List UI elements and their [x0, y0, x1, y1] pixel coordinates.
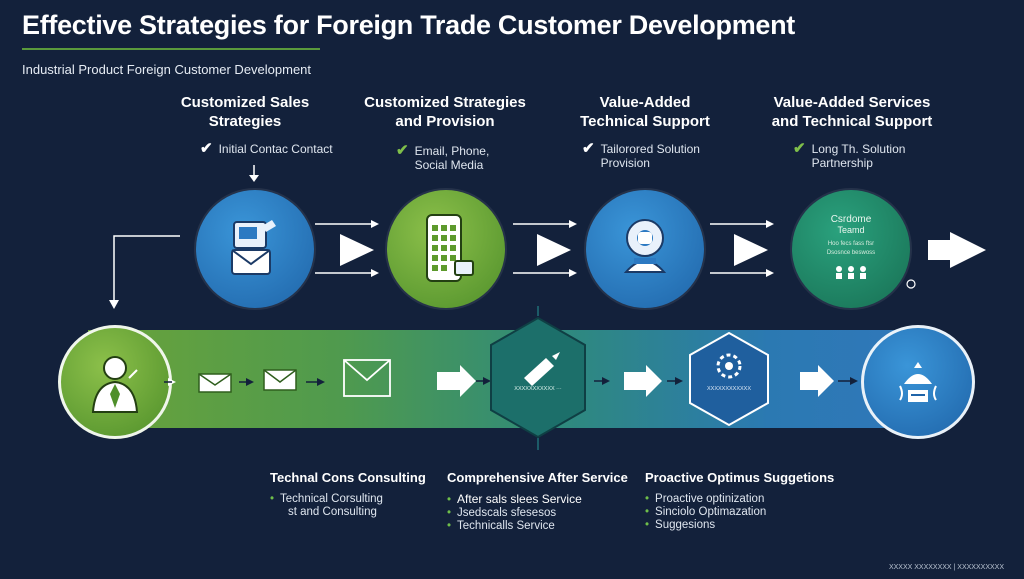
bottom-section-2: Comprehensive After Service •After sals … — [447, 470, 628, 533]
column-heading-2-line-1: Customized Strategies — [364, 94, 526, 111]
column-heading-3: Value-Added Technical Support — [555, 93, 735, 131]
arrow-right-icon — [800, 365, 834, 397]
checkmark-icon: ✔ — [396, 142, 409, 159]
bottom-heading-2: Comprehensive After Service — [447, 470, 628, 485]
chevron-right-icon — [734, 234, 768, 266]
column-heading-2: Customized Strategies and Provision — [355, 93, 535, 131]
arrow-group-1 — [315, 220, 379, 277]
column-3-check: ✔ Tailorored Solution Provision — [582, 140, 700, 170]
people-icon — [836, 265, 866, 279]
smartphone-icon — [426, 214, 474, 282]
arrow-right-icon — [437, 365, 476, 397]
bottom-3-bullet-1: •Proactive optinization — [645, 493, 765, 505]
hexagon-node — [689, 331, 769, 427]
circle-4-text-1: Csrdome — [830, 213, 872, 225]
stage-circle-2 — [387, 190, 505, 308]
column-heading-1-line-2: Strategies — [208, 113, 282, 130]
consultant-person-icon — [91, 356, 139, 413]
column-heading-2-line-2: and Provision — [395, 113, 495, 130]
bottom-2-bullet-2: •Jsedscals sfesesos — [447, 507, 557, 519]
column-1-check: ✔ Initial Contac Contact — [200, 140, 333, 157]
column-heading-4-line-1: Value-Added Services — [773, 94, 931, 111]
band-circle-end — [861, 325, 975, 439]
column-4-check: ✔ Long Th. Solution Partnership — [793, 140, 906, 170]
column-2-check-line-2: Social Media — [414, 158, 484, 172]
column-2-check-line-1: Email, Phone, — [414, 144, 490, 158]
chevron-right-icon — [537, 234, 571, 266]
bottom-1-bullet-1: •Technical Corsulting — [270, 493, 383, 505]
column-2-check: ✔ Email, Phone, Social Media — [396, 142, 490, 172]
bottom-section-1: Technal Cons Consulting •Technical Corsu… — [270, 470, 426, 519]
arrowhead-icon — [109, 300, 119, 309]
bottom-3-bullet-2: •Sinciolo Optimazation — [645, 506, 767, 518]
gear-icon — [716, 353, 742, 379]
diamond-node — [490, 306, 586, 450]
service-bell-icon — [899, 362, 937, 402]
column-4-check-line-1: Long Th. Solution — [811, 142, 906, 156]
arrowhead-icon — [249, 175, 259, 182]
mail-document-icon — [231, 220, 276, 275]
stage-circle-1 — [196, 190, 314, 308]
chevron-right-icon — [340, 234, 374, 266]
arrow-right-icon — [928, 232, 986, 268]
support-agent-icon — [623, 219, 667, 273]
circle-4-text-2: Teamd — [837, 224, 865, 235]
page-title: Effective Strategies for Foreign Trade C… — [22, 10, 795, 40]
bottom-section-3: Proactive Optimus Suggetions •Proactive … — [645, 470, 834, 532]
hexagon-label: XXXXXXXXXXXX — [706, 386, 752, 392]
page-subtitle: Industrial Product Foreign Customer Deve… — [22, 62, 312, 77]
envelope-large-icon — [343, 359, 391, 397]
checkmark-icon: ✔ — [582, 140, 595, 157]
bottom-1-bullet-2: st and Consulting — [288, 506, 377, 518]
stage-circle-4-content: Csrdome Teamd Hoo fecs fass ftsr Dsosnce… — [801, 214, 901, 285]
column-3-check-line-1: Tailorored Solution — [600, 142, 700, 156]
tool-icon — [524, 358, 554, 386]
footer-credit: XXXXX XXXXXXXX | XXXXXXXXXX — [888, 564, 1004, 571]
envelope-icon — [198, 373, 232, 393]
column-4-check-line-2: Partnership — [811, 156, 873, 170]
circle-4-text-4: Dsosnce beswoss — [826, 249, 876, 256]
bottom-heading-3: Proactive Optimus Suggetions — [645, 470, 835, 485]
column-heading-3-line-2: Technical Support — [580, 113, 710, 130]
column-heading-3-line-1: Value-Added — [599, 94, 691, 111]
dot-icon — [906, 279, 916, 289]
bottom-3-bullet-3: •Suggesions — [645, 519, 716, 531]
column-heading-4-line-2: and Technical Support — [771, 113, 933, 130]
bottom-2-bullet-3: •Technicalls Service — [447, 520, 555, 532]
checkmark-icon: ✔ — [793, 140, 806, 157]
column-heading-4: Value-Added Services and Technical Suppo… — [762, 93, 942, 131]
arrow-group-3 — [710, 220, 774, 277]
title-underline — [22, 48, 320, 50]
stage-circle-3 — [586, 190, 704, 308]
arrow-group-2 — [513, 220, 577, 277]
column-heading-1-line-1: Customized Sales — [180, 94, 310, 111]
circle-4-text-3: Hoo fecs fass ftsr — [827, 240, 875, 247]
diamond-label: XXXXXXXXXXX ··· — [514, 386, 562, 392]
column-1-check-line-1: Initial Contac Contact — [218, 142, 333, 156]
bottom-2-bullet-1: •After sals slees Service — [447, 492, 582, 507]
stage-circle-4: Csrdome Teamd Hoo fecs fass ftsr Dsosnce… — [792, 190, 910, 308]
column-3-check-line-2: Provision — [600, 156, 650, 170]
bottom-heading-1: Technal Cons Consulting — [270, 470, 426, 485]
arrow-right-icon — [624, 365, 662, 397]
envelope-icon — [263, 369, 297, 391]
connector-line — [113, 235, 180, 305]
checkmark-icon: ✔ — [200, 140, 213, 157]
column-heading-1: Customized Sales Strategies — [155, 93, 335, 131]
